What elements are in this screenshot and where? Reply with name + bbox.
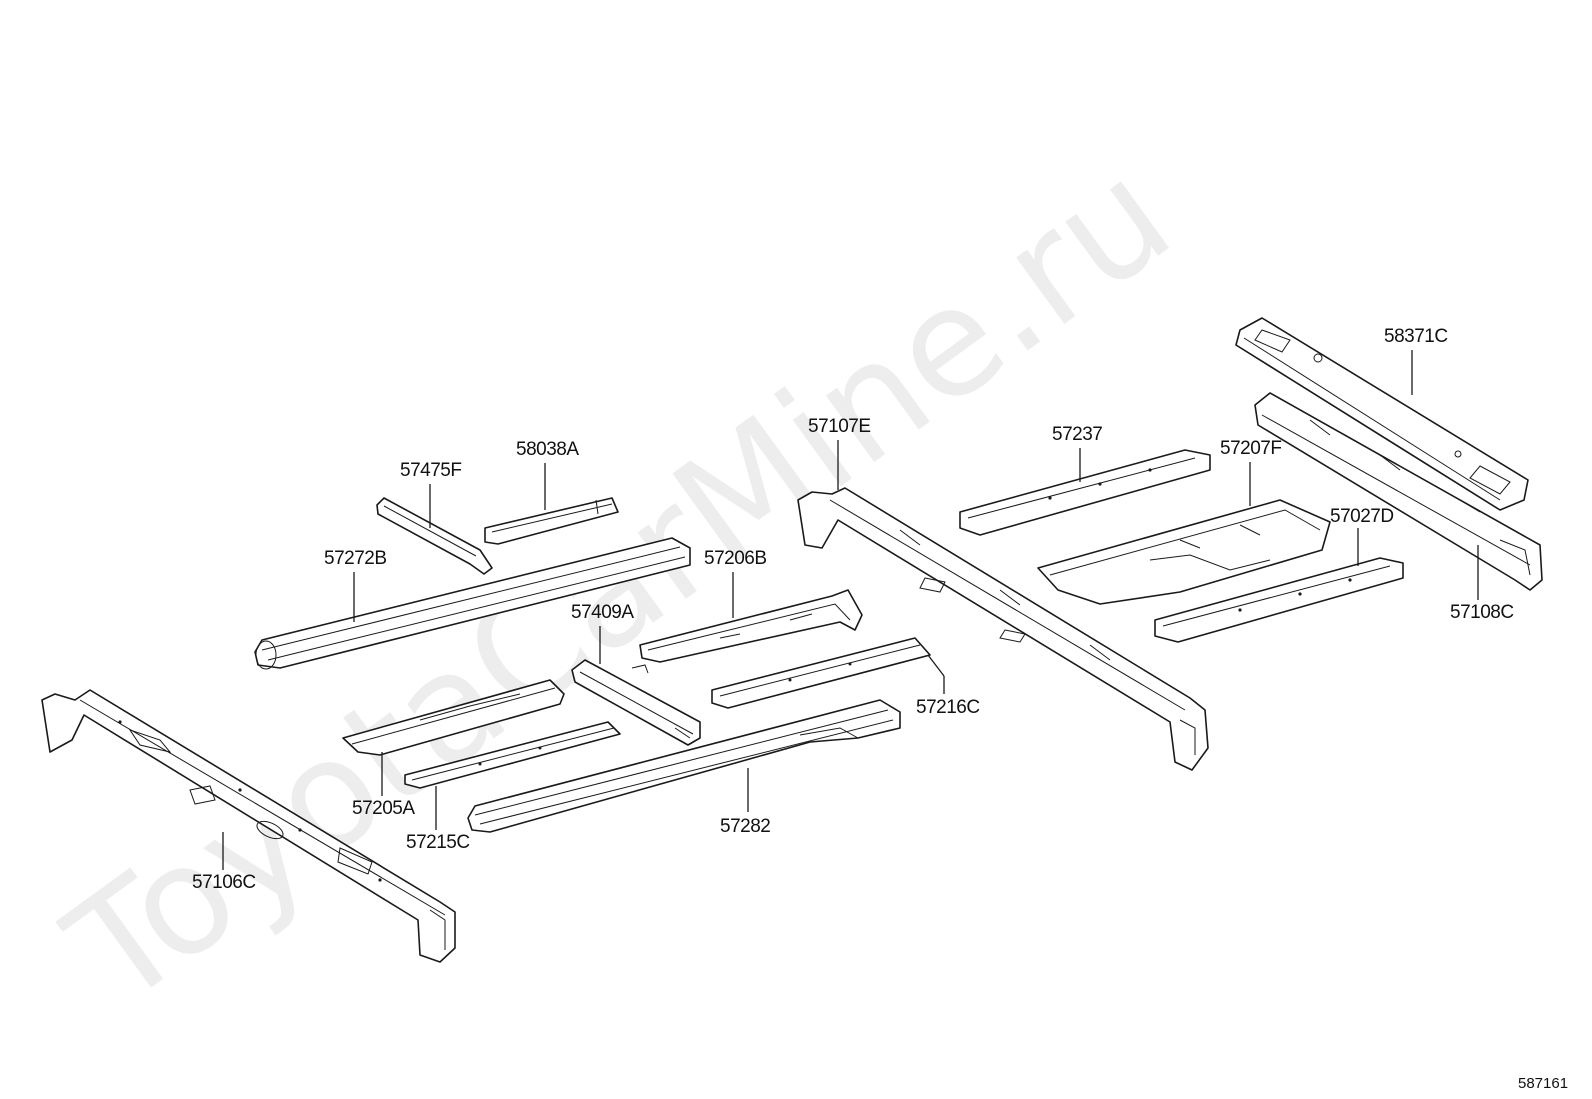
part-57237[interactable] [959,449,1211,536]
part-57215C[interactable] [404,721,621,789]
part-57108C[interactable] [1254,392,1543,591]
part-57475F[interactable] [376,497,493,575]
label-57216C[interactable]: 57216C [916,697,980,718]
part-57206B[interactable] [639,589,863,663]
part-57207F[interactable] [1037,499,1331,605]
label-57215C[interactable]: 57215C [406,832,470,853]
label-58038A[interactable]: 58038A [516,439,580,460]
label-57282[interactable]: 57282 [720,816,771,837]
label-57475F[interactable]: 57475F [400,460,462,481]
part-58371C[interactable] [1235,317,1529,511]
label-57205A[interactable]: 57205A [352,798,416,819]
label-57108C[interactable]: 57108C [1450,602,1514,623]
label-57272B[interactable]: 57272B [324,548,387,569]
part-57272B[interactable] [254,537,691,670]
label-58371C[interactable]: 58371C [1384,326,1448,347]
part-57106C[interactable] [41,689,456,963]
watermark: ToyotaCarMine.ru [38,128,1201,1040]
part-57027D[interactable] [1154,557,1404,643]
part-57107E[interactable] [797,487,1209,771]
label-57027D[interactable]: 57027D [1330,506,1394,527]
diagram-code: 587161 [1518,1075,1568,1092]
part-57205A[interactable] [342,679,565,756]
label-57207F[interactable]: 57207F [1220,438,1282,459]
part-57409A[interactable] [571,659,701,746]
part-57282[interactable] [467,699,901,833]
label-57237[interactable]: 57237 [1052,424,1103,445]
label-57106C[interactable]: 57106C [192,872,256,893]
part-57216C[interactable] [711,637,931,709]
part-58038A[interactable] [484,497,619,545]
label-57206B[interactable]: 57206B [704,548,767,569]
watermark-text: ToyotaCarMine.ru [38,128,1201,1040]
label-57107E[interactable]: 57107E [808,416,871,437]
label-57409A[interactable]: 57409A [571,602,635,623]
